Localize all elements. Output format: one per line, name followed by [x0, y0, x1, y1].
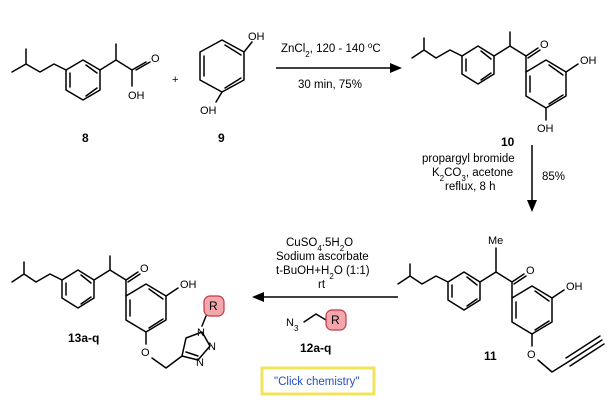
step2-yield: 85% — [542, 171, 565, 183]
compound-13-label: 13a-q — [68, 331, 99, 345]
compound-9-oh-bottom: OH — [200, 105, 217, 117]
compound-10-o-atom: O — [540, 39, 549, 51]
reaction-arrow-3 — [252, 292, 398, 302]
compound-13-o-carbonyl: O — [140, 263, 149, 275]
compound-13-oh-group: OH — [180, 279, 197, 291]
compound-8-o-atom: O — [151, 53, 160, 65]
compound-12-structure: N3 R — [286, 309, 347, 333]
compound-9-structure: OH OH — [199, 31, 265, 117]
compound-8-oh-group: OH — [128, 90, 145, 102]
step1-conditions-bottom: 30 min, 75% — [298, 79, 362, 91]
step2-conditions-line3: reflux, 8 h — [445, 181, 496, 193]
compound-12-r-label: R — [331, 313, 340, 327]
compound-10-oh-ortho: OH — [580, 55, 597, 67]
compound-13-triazole-n3: N — [196, 357, 204, 369]
compound-12-r-group — [325, 309, 347, 331]
compound-11-o-carbonyl: O — [526, 265, 535, 277]
step3-conditions-line4: rt — [318, 279, 326, 291]
compound-13-triazole-n1: N — [197, 327, 205, 339]
click-chemistry-label: "Click chemistry" — [274, 376, 359, 388]
compound-13-r-label: R — [209, 299, 218, 313]
compound-13-r-group — [203, 295, 225, 317]
compound-13-o-ether: O — [141, 347, 150, 359]
compound-10-structure: O OH OH — [411, 31, 597, 135]
reaction-arrow-1 — [276, 63, 402, 73]
click-chemistry-box — [260, 366, 376, 396]
compound-11-label: 11 — [484, 349, 497, 363]
step3-conditions-line1: CuSO4.5H2O — [286, 237, 353, 253]
compound-13-triazole-n2: N — [208, 341, 216, 353]
compound-12-azide: N3 — [286, 317, 299, 333]
compound-13-structure: O OH O N N N R — [11, 255, 225, 369]
step1-conditions-top: ZnCl2, 120 - 140 oC — [281, 41, 381, 59]
compound-11-methyl: Me — [488, 235, 503, 247]
step2-conditions-line1: propargyl bromide — [422, 153, 515, 165]
step3-conditions-line2: Sodium ascorbate — [276, 251, 369, 263]
compound-10-oh-para: OH — [537, 123, 554, 135]
compound-9-label: 9 — [218, 131, 225, 145]
compound-8-structure: O OH — [11, 43, 160, 102]
compound-10-label: 10 — [501, 135, 515, 149]
step2-conditions-line2: K2CO3, acetone — [432, 167, 513, 183]
compound-11-oh-group: OH — [566, 281, 583, 293]
compound-12-label: 12a-q — [300, 341, 331, 355]
reaction-arrow-2 — [527, 145, 537, 212]
compound-9-oh-top: OH — [248, 31, 265, 43]
compound-8-label: 8 — [82, 131, 89, 145]
compound-11-o-ether: O — [527, 349, 536, 361]
compound-11-structure: Me O OH O — [397, 235, 605, 373]
step3-conditions-line3: t-BuOH+H2O (1:1) — [276, 265, 370, 281]
plus-sign: + — [172, 74, 178, 86]
